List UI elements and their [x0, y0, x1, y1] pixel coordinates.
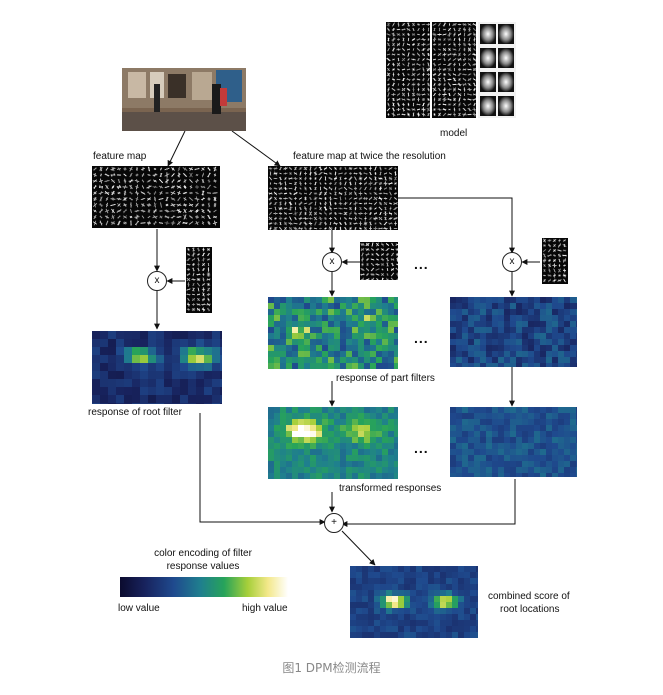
ellipsis-filters: ... [414, 256, 429, 272]
part-response-label: response of part filters [336, 373, 435, 384]
multiply-operator-root: x [147, 271, 167, 291]
model-deformation-image [478, 22, 516, 118]
combined-score-label-line2: root locations [500, 604, 560, 615]
input-image [122, 68, 246, 131]
ellipsis-transformed: ... [414, 440, 429, 456]
root-response-heatmap [92, 331, 222, 404]
part-filter-1-image [360, 242, 398, 280]
combined-score-heatmap [350, 566, 478, 638]
part-filter-n-image [542, 238, 568, 284]
transformed-label: transformed responses [339, 483, 442, 494]
model-label: model [440, 128, 468, 139]
model-part-filters-image [432, 22, 476, 118]
low-value-label: low value [118, 603, 160, 614]
root-filter-image [186, 247, 212, 313]
ellipsis-part-responses: ... [414, 330, 429, 346]
transformed-response-1-heatmap [268, 407, 398, 479]
figure-caption: 图1 DPM检测流程 [282, 661, 381, 675]
multiply-operator-part-n: x [502, 252, 522, 272]
part-response-1-heatmap [268, 297, 398, 369]
model-root-filter-image [386, 22, 430, 118]
color-scale-bar [120, 577, 288, 597]
part-response-n-heatmap [450, 297, 577, 367]
transformed-response-n-heatmap [450, 407, 577, 477]
combined-score-label-line1: combined score of [488, 591, 570, 602]
add-operator: + [324, 513, 344, 533]
feature-map-2x-label: feature map at twice the resolution [293, 151, 446, 162]
color-encoding-title-line2: response values [166, 561, 240, 572]
feature-map-2x-image [268, 166, 398, 230]
root-response-label: response of root filter [88, 407, 182, 418]
feature-map-image [92, 166, 220, 228]
multiply-operator-part-1: x [322, 252, 342, 272]
color-encoding-title-line1: color encoding of filter [154, 548, 252, 559]
high-value-label: high value [242, 603, 288, 614]
feature-map-label: feature map [93, 151, 147, 162]
